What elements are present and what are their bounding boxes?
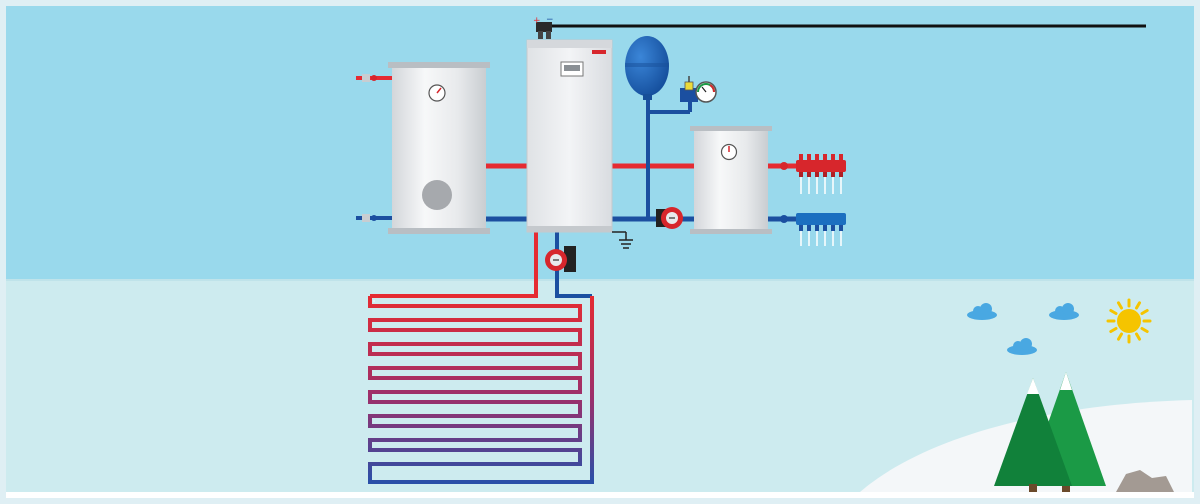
return-outlet <box>823 225 827 246</box>
sun-icon <box>1106 298 1152 344</box>
sun-ray <box>1140 309 1149 315</box>
thermometer-icon <box>720 143 738 161</box>
outlet-valve-icon <box>362 74 377 82</box>
cloud-1 <box>967 303 997 320</box>
air-vent-icon <box>680 76 698 102</box>
sun-ray <box>1140 327 1149 333</box>
manifold-return <box>780 213 846 246</box>
return-outlet <box>807 225 811 246</box>
expansion-vessel <box>625 36 669 100</box>
ground-loop <box>368 296 594 484</box>
sun-ray <box>1109 309 1118 315</box>
sun-ray <box>1117 332 1123 341</box>
supply-outlet <box>839 154 843 194</box>
supply-outlet <box>815 154 819 194</box>
ground-loop-pump <box>545 246 576 272</box>
hot-water-cylinder <box>362 62 490 234</box>
sun-ray <box>1135 332 1141 341</box>
svg-text:−: − <box>546 15 554 25</box>
ground-earth-icon <box>612 231 633 249</box>
return-outlet <box>839 225 843 246</box>
supply-outlet <box>823 154 827 194</box>
cloud-2 <box>1049 303 1079 320</box>
pressure-gauge-icon <box>695 81 717 103</box>
buffer-tank <box>690 126 772 234</box>
coil-flange <box>422 180 452 210</box>
sun-ray <box>1117 301 1123 310</box>
sun-ray <box>1135 301 1141 310</box>
supply-outlet <box>831 154 835 194</box>
tree-front <box>994 378 1072 492</box>
return-outlet <box>799 225 803 246</box>
manifold-supply <box>780 154 846 194</box>
heat-pump-unit <box>526 39 633 249</box>
supply-outlet <box>807 154 811 194</box>
sun-ray <box>1109 327 1118 333</box>
supply-outlet <box>799 154 803 194</box>
cloud-3 <box>1007 338 1037 355</box>
bottom-strip <box>6 492 1194 498</box>
control-display <box>560 61 584 77</box>
ground-loop-flow-riser <box>370 232 538 298</box>
rock <box>1116 470 1174 492</box>
heating-circuit-pump <box>656 207 683 229</box>
safety-group <box>680 76 717 103</box>
power-line: + − <box>533 15 1146 39</box>
thermometer-icon <box>428 84 446 102</box>
inlet-valve-icon <box>362 214 377 222</box>
return-outlet <box>831 225 835 246</box>
brand-mark <box>592 50 606 54</box>
ground-edge <box>6 279 1194 281</box>
return-outlet <box>815 225 819 246</box>
svg-text:+: + <box>533 16 541 26</box>
